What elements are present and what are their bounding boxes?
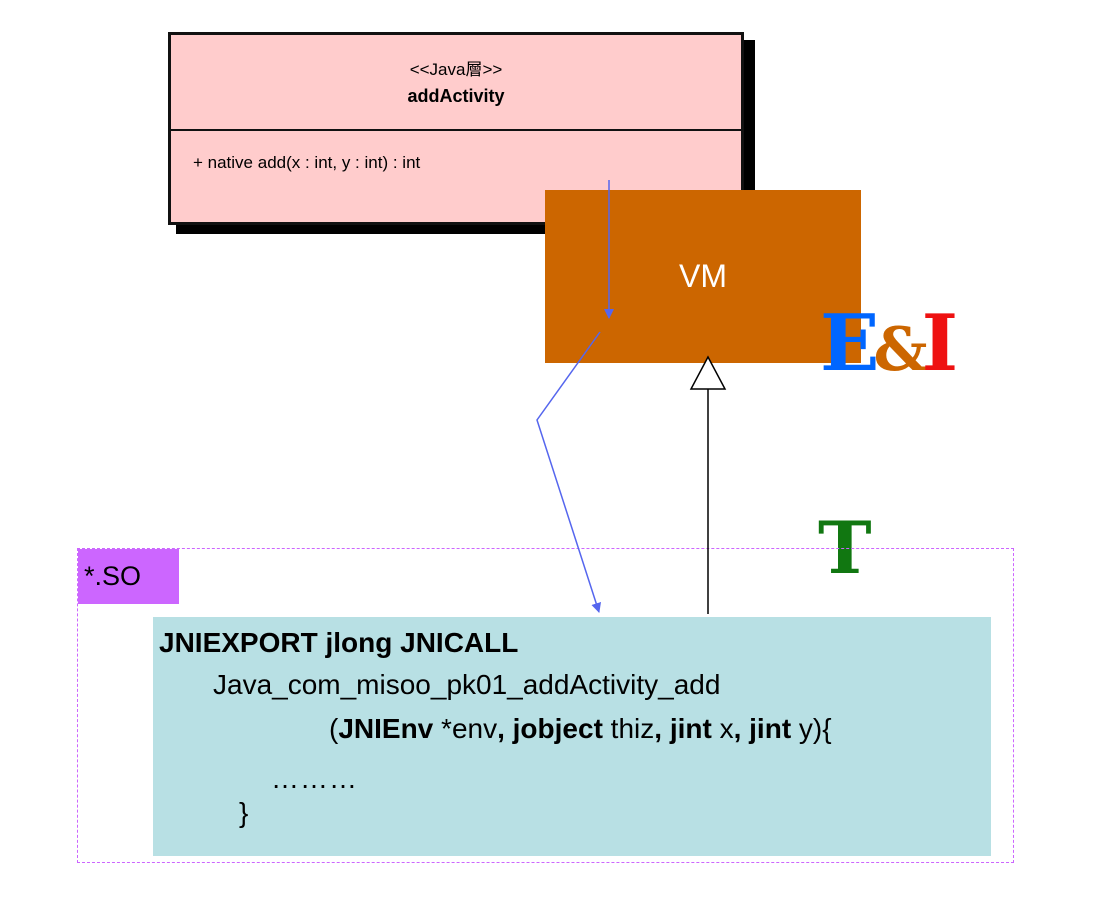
- param-name-env: *env: [433, 713, 498, 744]
- jni-code-box: JNIEXPORT jlong JNICALL Java_com_misoo_p…: [153, 617, 991, 856]
- jni-parameter-list: (JNIEnv *env, jobject thiz, jint x, jint…: [329, 713, 832, 745]
- vm-label: VM: [679, 258, 727, 294]
- jni-signature-line: JNIEXPORT jlong JNICALL: [159, 627, 519, 658]
- so-tag-prefix: *: [84, 561, 95, 591]
- param-open-paren: (: [329, 713, 339, 744]
- ei-ampersand: &: [873, 315, 927, 385]
- inheritance-arrowhead: [689, 355, 727, 390]
- param-type-jnienv: JNIEnv: [338, 713, 434, 744]
- param-comma: ,: [654, 713, 670, 744]
- uml-class-name: addActivity: [407, 86, 505, 106]
- param-type-jint-y: jint: [749, 713, 792, 744]
- param-type-jobject: jobject: [512, 713, 603, 744]
- uml-method: + native add(x : int, y : int) : int: [193, 153, 421, 172]
- jni-body-ellipsis: ………: [271, 763, 358, 794]
- param-type-jint-x: jint: [669, 713, 712, 744]
- param-name-y: y){: [791, 713, 832, 744]
- so-tag-label: .SO: [94, 561, 142, 591]
- ei-letter-i: I: [921, 298, 958, 389]
- uml-stereotype: <<Java層>>: [409, 60, 503, 79]
- jni-closing-brace: }: [239, 797, 249, 828]
- ei-letter-e: E: [820, 298, 880, 389]
- so-container: [77, 548, 1014, 863]
- param-comma: ,: [497, 713, 513, 744]
- uml-class-header: <<Java層>> addActivity: [171, 35, 741, 131]
- param-name-thiz: thiz: [602, 713, 655, 744]
- so-tag: *.SO: [78, 549, 179, 604]
- param-comma: ,: [733, 713, 750, 744]
- jni-dispatch-arrow: [536, 331, 601, 613]
- param-name-x: x: [711, 713, 734, 744]
- ei-label: E&I: [820, 305, 958, 385]
- t-label: T: [818, 505, 872, 590]
- jni-function-name: Java_com_misoo_pk01_addActivity_add: [213, 669, 721, 700]
